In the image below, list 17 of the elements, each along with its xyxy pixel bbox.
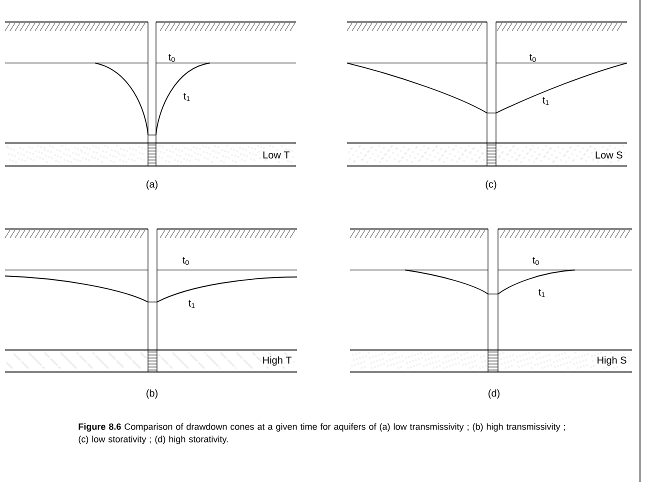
panel-label: (c) bbox=[486, 180, 496, 190]
time-label: t$_{1}$ bbox=[542, 97, 549, 105]
time-label: t$_{1}$ bbox=[188, 300, 195, 308]
time-label: t$_{0}$ bbox=[182, 257, 189, 266]
time-label: t$_{1}$ bbox=[538, 289, 545, 297]
panel-label: (d) bbox=[488, 389, 500, 399]
time-label: t$_{0}$ bbox=[168, 54, 175, 62]
figure-caption: Figure 8.6 Comparison of drawdown cones at a given time for aquifers of (a) low transmissivity ; (b) high transmissivity ; (c) low storativity ; (d) high storativity. bbox=[78, 423, 565, 444]
aquifer-label: High T bbox=[261, 355, 293, 367]
panel-label: (b) bbox=[146, 389, 158, 399]
time-label: t$_{1}$ bbox=[184, 93, 190, 101]
panel-label: (a) bbox=[146, 180, 158, 190]
time-label: t$_{0}$ bbox=[532, 257, 539, 266]
aquifer-label: Low S bbox=[594, 150, 624, 160]
aquifer-label: High S bbox=[596, 355, 628, 367]
time-label: t$_{0}$ bbox=[530, 54, 536, 62]
aquifer-label: Low T bbox=[262, 150, 291, 160]
